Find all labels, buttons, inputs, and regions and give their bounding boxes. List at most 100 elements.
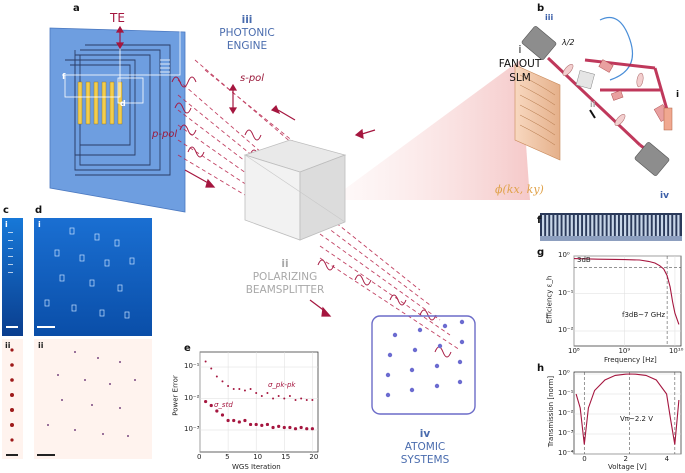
nanopillar bbox=[595, 215, 598, 236]
panel-label-f: f bbox=[537, 215, 542, 226]
nanopillar bbox=[587, 215, 590, 236]
panel-d-ii-label: ii bbox=[38, 341, 44, 350]
chart-h-curve bbox=[575, 373, 680, 445]
chart-e-point bbox=[272, 397, 275, 400]
slm-line2: SLM bbox=[509, 72, 531, 84]
chart-e-point bbox=[265, 422, 270, 427]
slm-fan bbox=[330, 60, 530, 200]
chart-e-point bbox=[232, 418, 236, 423]
chart-e-point bbox=[282, 425, 286, 430]
chart-e-ylabel: Power Error bbox=[171, 375, 180, 416]
chart-g-curve bbox=[573, 258, 680, 325]
b-i-label: i bbox=[676, 90, 680, 100]
nanopillar bbox=[624, 215, 627, 236]
chart-e-point bbox=[237, 420, 241, 424]
nanopillar bbox=[562, 215, 565, 236]
direction-arrows bbox=[184, 83, 376, 317]
photonic-chip bbox=[49, 19, 186, 213]
chart-g-annotation: 3dB bbox=[577, 256, 591, 265]
chart-e-point bbox=[271, 425, 275, 430]
chart-e-point bbox=[305, 398, 308, 401]
chart-h-xtick: 4 bbox=[664, 455, 670, 463]
chart-e-point bbox=[220, 413, 225, 417]
p-pol-label: p-pol bbox=[152, 129, 178, 140]
inset-c-label: c bbox=[178, 21, 183, 30]
panel-label-b: b bbox=[537, 3, 545, 14]
chart-g-annotation: f3dB~7 GHz bbox=[622, 311, 666, 319]
nanopillar bbox=[550, 215, 553, 236]
chart-e-series-label: σ_std bbox=[214, 401, 233, 409]
chart-e-point bbox=[215, 409, 219, 413]
chart-e-point bbox=[215, 375, 218, 378]
chart-e-point bbox=[221, 380, 224, 383]
chart-h-ylabel: Transmission [norm] bbox=[547, 375, 556, 448]
chart-e-point bbox=[310, 427, 314, 431]
chart-h-ytick: 10⁻² bbox=[558, 409, 574, 417]
chart-g-ytick: 10⁻² bbox=[558, 326, 574, 334]
nanopillar bbox=[583, 215, 586, 236]
slm-device bbox=[514, 64, 561, 161]
atomic-line1: ATOMIC bbox=[404, 441, 446, 453]
chart-e-point bbox=[210, 367, 213, 370]
panel-label-e: e bbox=[184, 343, 191, 354]
nanopillar bbox=[542, 215, 545, 236]
chart-e-ytick: 10⁻¹ bbox=[184, 362, 200, 371]
chart-h-xlabel: Voltage [V] bbox=[608, 463, 647, 471]
chart-e-point bbox=[311, 398, 314, 401]
chart-e-xtick: 20 bbox=[309, 453, 319, 461]
inset-d-label: d bbox=[120, 99, 126, 108]
chart-e-ytick: 10⁻³ bbox=[184, 424, 200, 433]
photonic-engine-number: iii bbox=[241, 14, 253, 26]
nanopillar bbox=[644, 215, 647, 236]
b-ii-label: ii bbox=[590, 100, 596, 109]
nanopillar bbox=[640, 215, 643, 236]
nanopillar bbox=[677, 215, 680, 236]
photonic-engine-line1: PHOTONIC bbox=[219, 27, 275, 39]
chart-g bbox=[573, 255, 682, 347]
panel-c-ii-label: ii bbox=[5, 341, 11, 350]
nanopillar bbox=[611, 215, 614, 236]
nanopillar bbox=[615, 215, 618, 236]
nanopillar bbox=[628, 215, 631, 236]
chart-e-point bbox=[260, 395, 263, 398]
nanopillar bbox=[669, 215, 672, 236]
chart-e-point bbox=[243, 418, 247, 423]
te-arrow bbox=[115, 25, 125, 50]
nanopillar bbox=[574, 215, 577, 236]
chart-e-point bbox=[232, 388, 235, 391]
polarizing-beamsplitter bbox=[243, 139, 347, 241]
chart-e-point bbox=[260, 423, 264, 427]
panel-c-images bbox=[2, 218, 23, 459]
b-iv-label: iv bbox=[660, 191, 669, 201]
chart-e-point bbox=[283, 397, 286, 400]
chart-g-xtick: 10¹⁰ bbox=[668, 347, 684, 355]
panel-d-i-label: i bbox=[38, 220, 41, 229]
nanopillar bbox=[599, 215, 602, 236]
nanopillar bbox=[607, 215, 610, 236]
nanopillar bbox=[665, 215, 668, 236]
te-label: TE bbox=[110, 11, 125, 25]
chart-e-point bbox=[249, 388, 252, 391]
chart-g-ytick: 10⁰ bbox=[558, 251, 570, 259]
nanopillar bbox=[570, 215, 573, 236]
panel-label-d: d bbox=[35, 205, 43, 216]
chart-e-ytick: 10⁻² bbox=[184, 393, 200, 402]
chart-e-point bbox=[227, 384, 230, 387]
nanopillar bbox=[648, 215, 651, 236]
optical-setup bbox=[521, 16, 673, 176]
panel-label-h: h bbox=[537, 363, 545, 374]
chart-e-xtick: 0 bbox=[197, 453, 202, 461]
chart-e-point bbox=[277, 424, 281, 429]
chart-g-ylabel: Efficiency ε_h bbox=[545, 275, 554, 324]
chart-e-point bbox=[288, 425, 292, 430]
photonic-engine-line2: ENGINE bbox=[226, 40, 268, 52]
nanopillar bbox=[656, 215, 659, 236]
nanopillar bbox=[632, 215, 635, 236]
s-pol-label: s-pol bbox=[240, 73, 265, 84]
nanopillar bbox=[673, 215, 676, 236]
panel-label-a: a bbox=[73, 3, 80, 14]
panel-label-g: g bbox=[537, 247, 545, 258]
panel-f-image bbox=[540, 213, 682, 241]
chart-e-point bbox=[248, 422, 253, 427]
